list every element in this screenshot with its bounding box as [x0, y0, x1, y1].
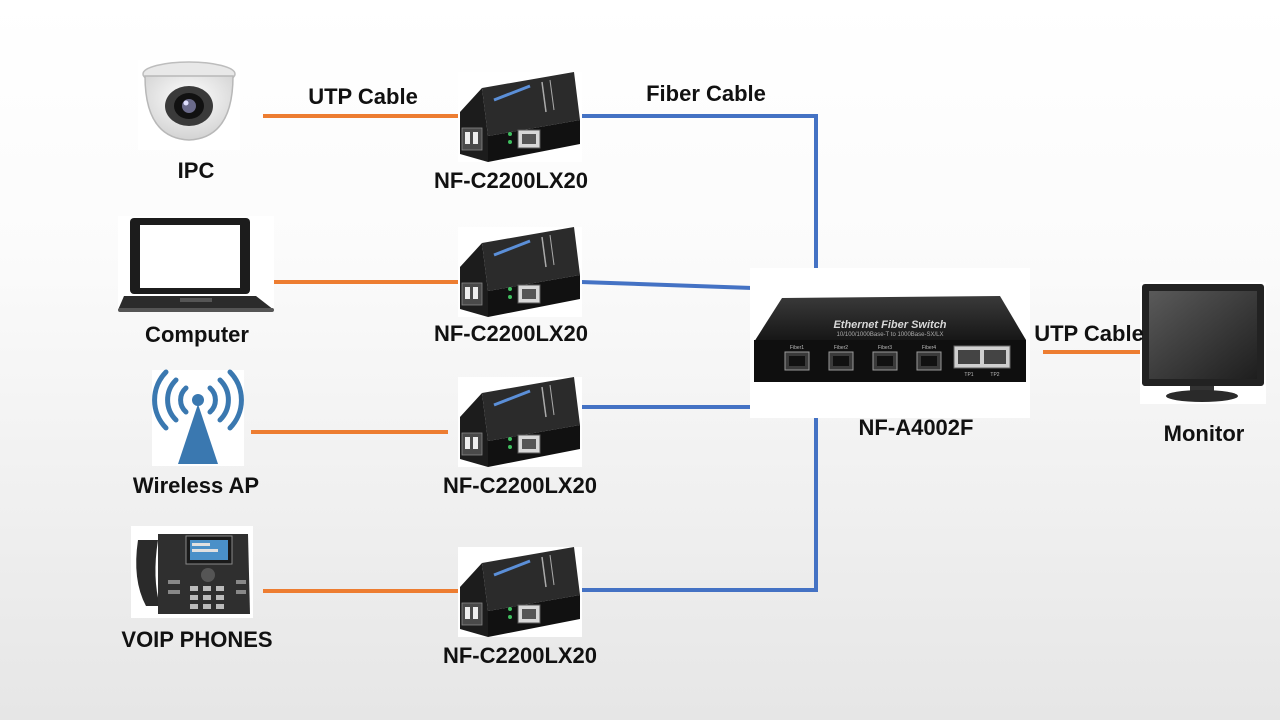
converter-2-label: NF-C2200LX20: [433, 321, 589, 346]
fiber-port-label-4: Fiber4: [922, 345, 936, 351]
media-converter-4: [456, 545, 584, 639]
fiber-ports: Fiber1 Fiber2 Fiber3 Fiber4: [784, 345, 942, 371]
switch-title: Ethernet Fiber Switch: [833, 319, 946, 331]
ipc-label: IPC: [177, 158, 215, 183]
fiber-switch-device: Ethernet Fiber Switch 10/100/1000Base-T …: [750, 268, 1030, 418]
utp-cable-right-label: UTP Cable: [1034, 321, 1144, 346]
media-converter-3: [456, 375, 584, 469]
wireless-ap-icon: [152, 369, 244, 466]
fiber-port-label-3: Fiber3: [878, 345, 892, 351]
switch-model-label: NF-A4002F: [858, 415, 974, 440]
rj45-port-label-1: TP1: [964, 372, 973, 378]
fiber-port-label-2: Fiber2: [834, 345, 848, 351]
converter-1-label: NF-C2200LX20: [433, 168, 589, 193]
rj45-ports: TP1 TP2: [953, 345, 1011, 378]
monitor-label: Monitor: [1163, 421, 1245, 446]
converter-3-label: NF-C2200LX20: [442, 473, 598, 498]
utp-cables: [251, 114, 1140, 593]
computer-label: Computer: [145, 322, 249, 347]
fiber-cable-4: [581, 404, 818, 592]
monitor-icon: [1140, 282, 1266, 404]
utp-cable-top-label: UTP Cable: [308, 84, 418, 109]
wireless-ap-label: Wireless AP: [132, 473, 260, 498]
converter-4-label: NF-C2200LX20: [442, 643, 598, 668]
ipc-camera-icon: [138, 60, 240, 150]
fiber-cable-2: [580, 280, 781, 291]
media-converter-2: [456, 225, 584, 319]
fiber-cables: [580, 114, 818, 592]
voip-phone-icon: [131, 526, 253, 618]
fiber-port-label-1: Fiber1: [790, 345, 804, 351]
computer-laptop-icon: [118, 216, 274, 312]
voip-phones-label: VOIP PHONES: [121, 627, 273, 652]
rj45-port-label-2: TP2: [990, 372, 999, 378]
fiber-cable-label: Fiber Cable: [646, 81, 766, 106]
fiber-cable-1: [581, 114, 818, 283]
media-converter-1: [456, 70, 584, 164]
switch-subtitle: 10/100/1000Base-T to 1000Base-SX/LX: [837, 332, 944, 338]
